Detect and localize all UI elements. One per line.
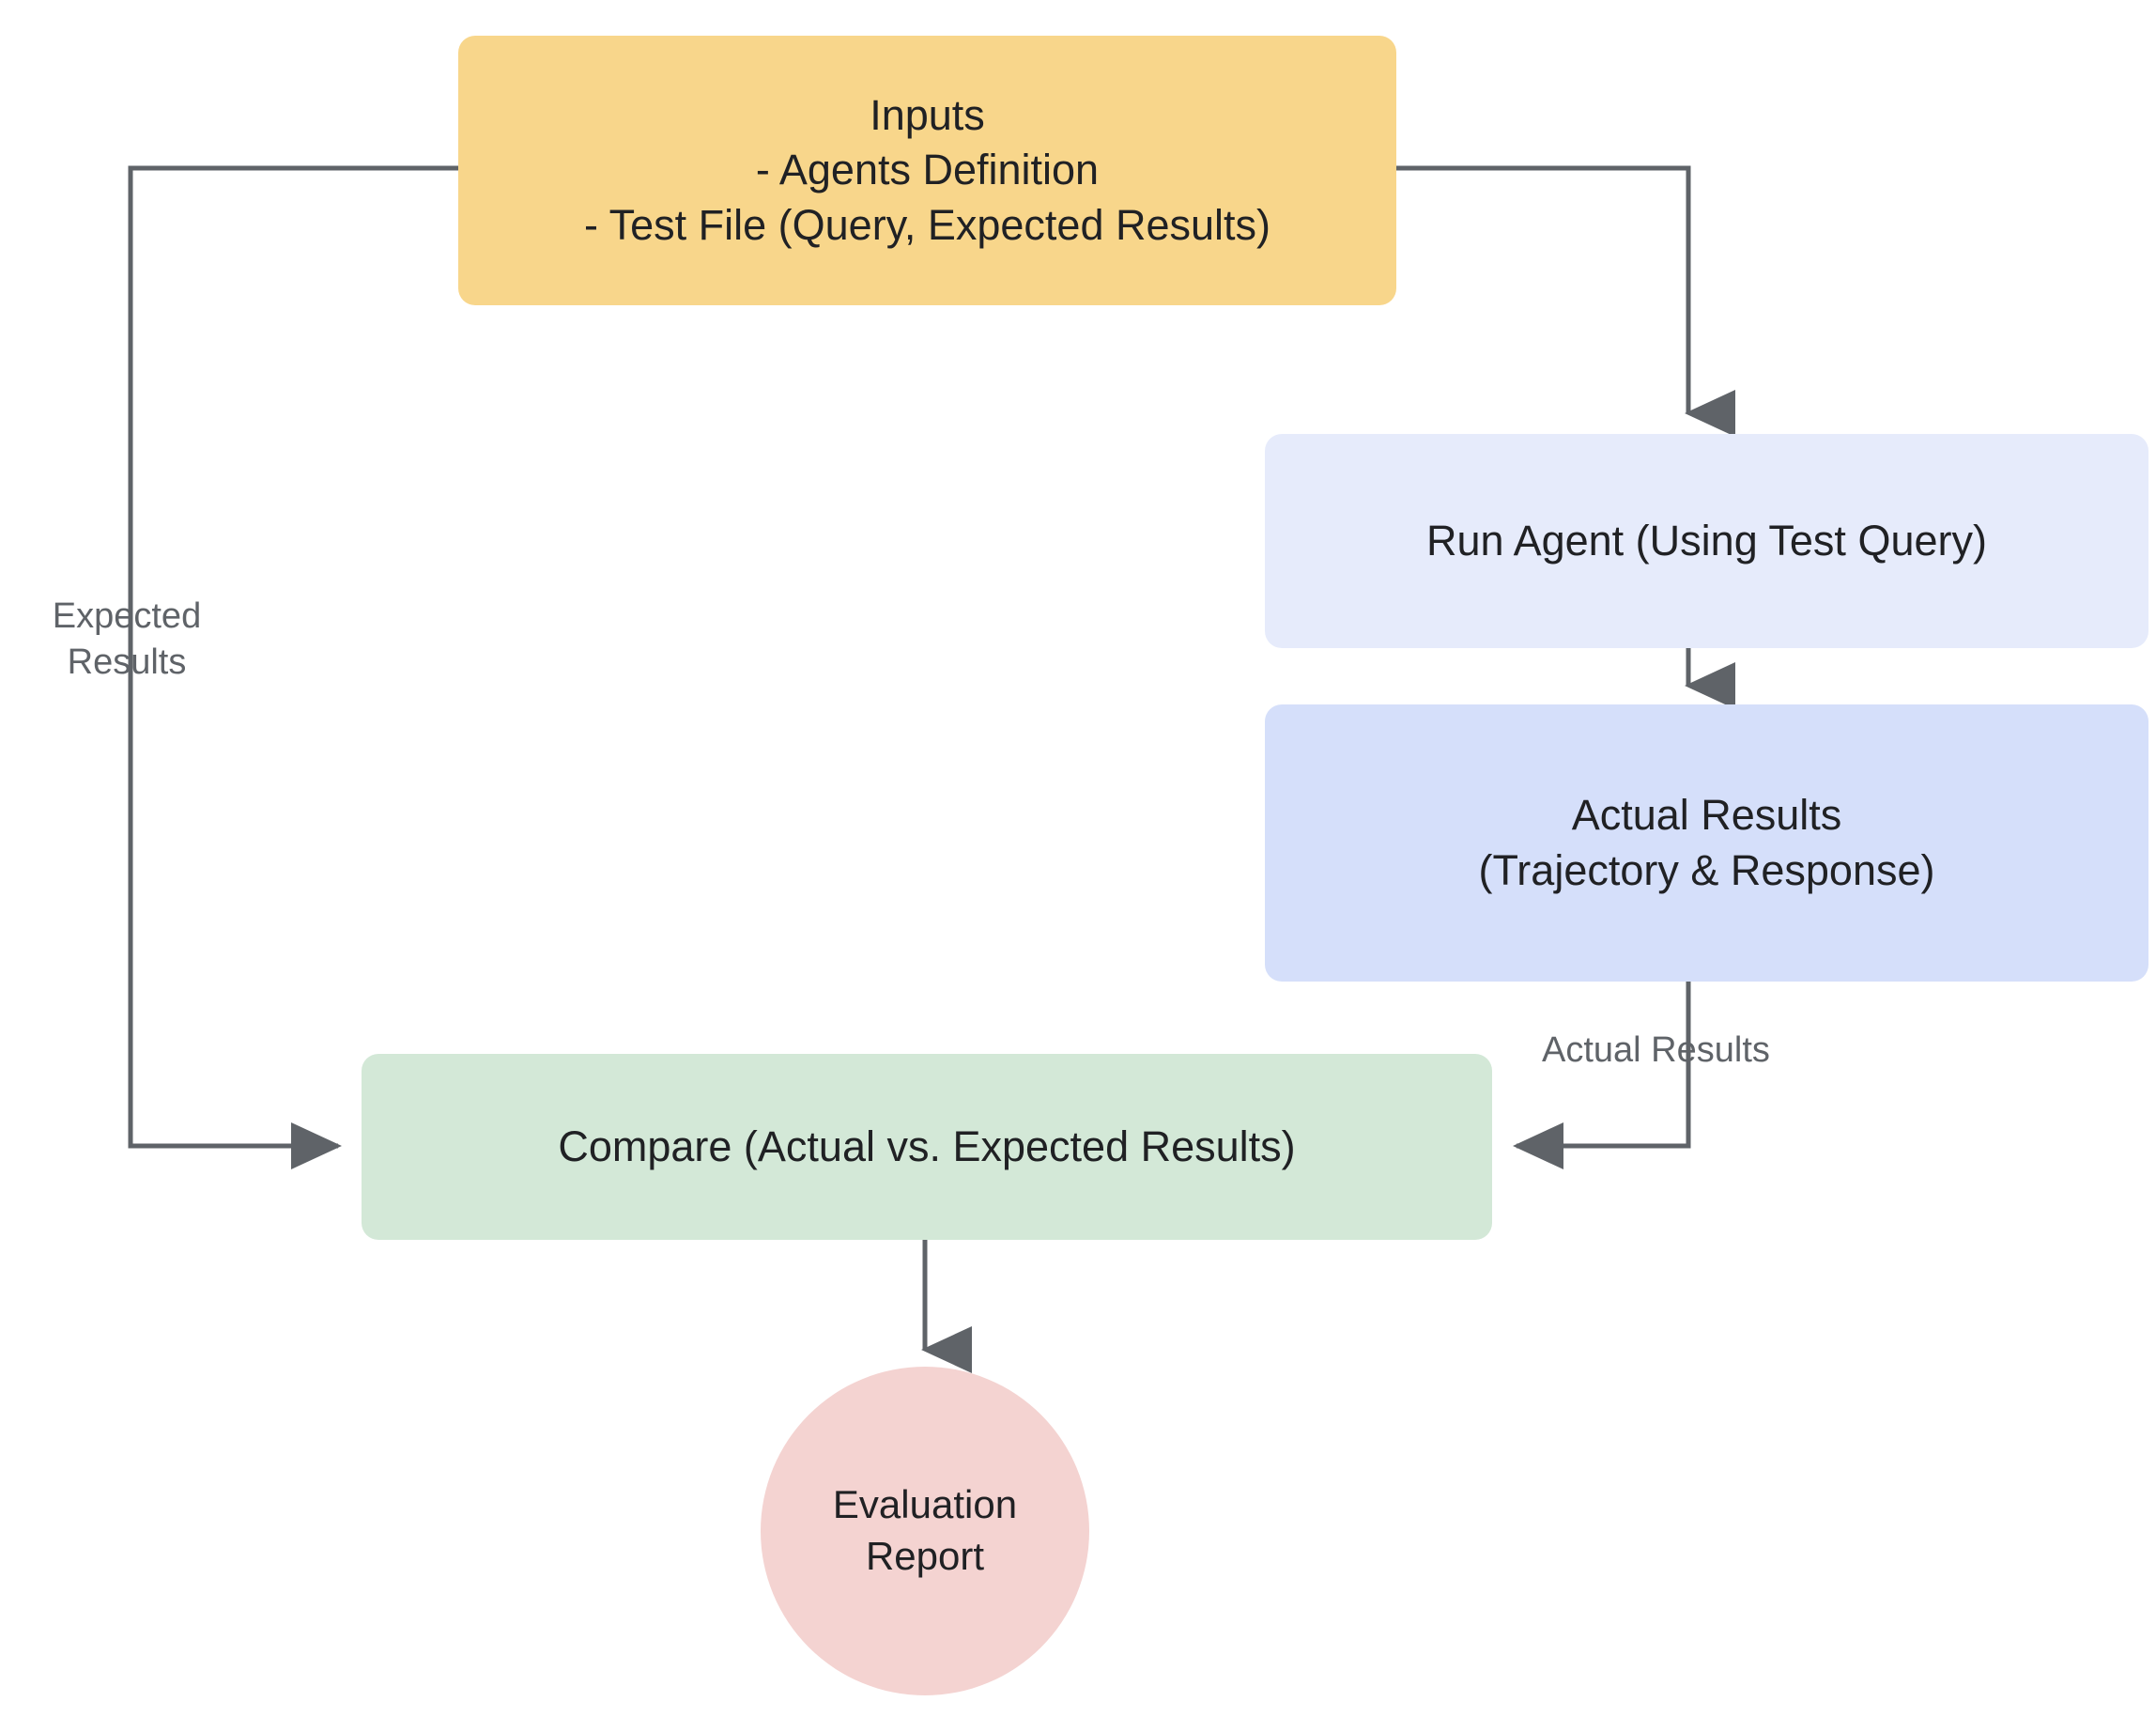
node-actual-results[interactable]: Actual Results (Trajectory & Response) — [1265, 704, 2148, 982]
node-evaluation-report[interactable]: Evaluation Report — [761, 1367, 1089, 1695]
edge-inputs-to-run-agent — [1396, 165, 1736, 438]
node-inputs[interactable]: Inputs - Agents Definition - Test File (… — [458, 36, 1396, 305]
edge-label-expected-results: Expected Results — [52, 596, 202, 682]
edge-label-actual-results: Actual Results — [1542, 1030, 1770, 1070]
node-run-agent[interactable]: Run Agent (Using Test Query) — [1265, 434, 2148, 648]
node-compare[interactable]: Compare (Actual vs. Expected Results) — [362, 1054, 1492, 1240]
